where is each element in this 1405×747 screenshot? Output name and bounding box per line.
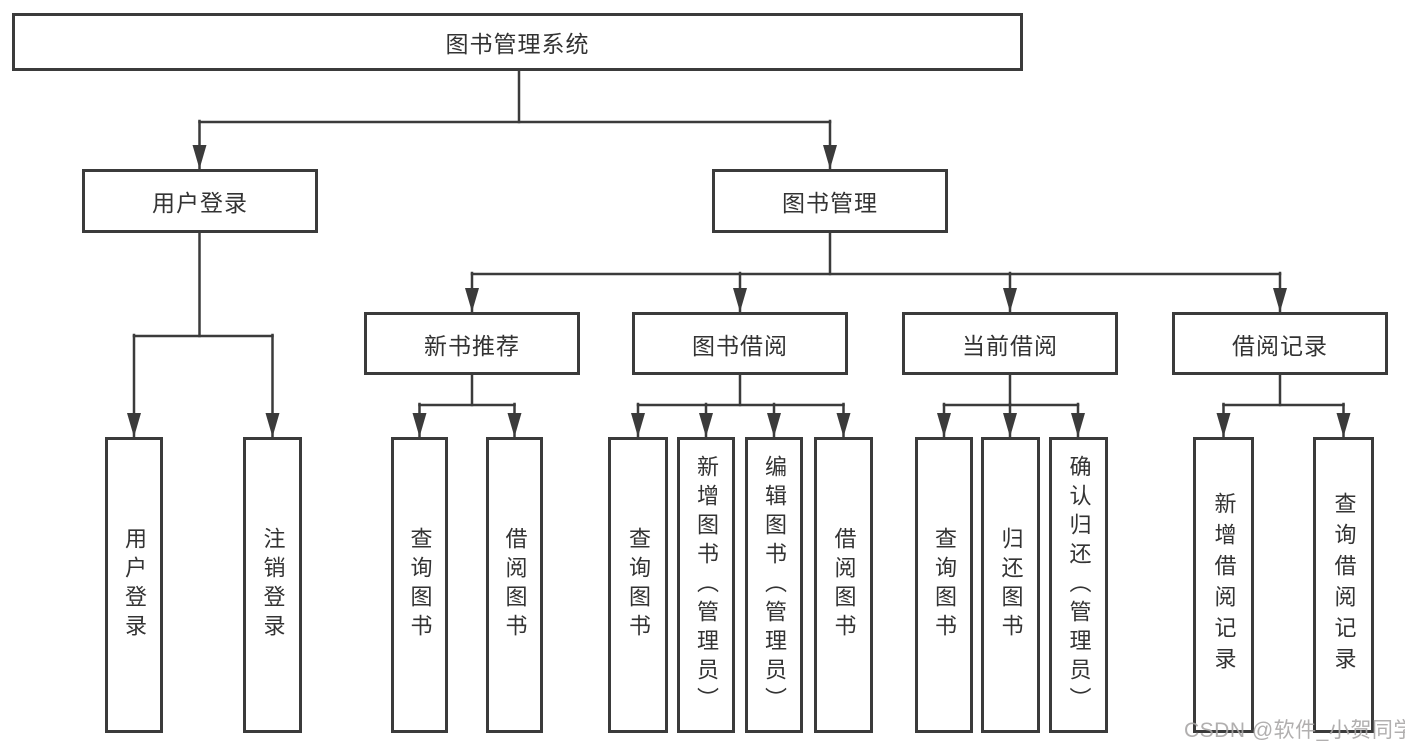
node-borrowing-records: 借阅记录 [1172,312,1388,375]
leaf-search-books-current: 查询图书 [915,437,973,733]
node-label: 查询借阅记录 [1331,492,1357,678]
node-label: 查询图书 [932,527,957,643]
connector-current-borrowing [937,373,1085,439]
node-label: 借阅图书 [502,527,528,643]
node-label: 查询图书 [626,527,651,643]
node-book-borrowing: 图书借阅 [632,312,848,375]
leaf-borrow-books: 借阅图书 [814,437,873,733]
node-label: 当前借阅 [962,332,1058,359]
leaf-add-borrow-record: 新增借阅记录 [1193,437,1254,733]
node-label: 用户登录 [122,527,147,643]
node-current-borrowing: 当前借阅 [902,312,1118,375]
node-label: 查询图书 [407,527,433,643]
node-label: 图书借阅 [692,332,788,359]
connector-new-book-recommendation [412,373,522,439]
node-label: 新书推荐 [424,332,520,359]
leaf-edit-book-admin: 编辑图书（管理员） [745,437,803,733]
leaf-borrow-books-recommend: 借阅图书 [486,437,543,733]
leaf-search-books-recommend: 查询图书 [391,437,448,733]
leaf-user-login: 用户登录 [105,437,163,733]
leaf-add-book-admin: 新增图书（管理员） [677,437,735,733]
watermark-text: CSDN @软件_小贺同学 [1184,719,1405,742]
node-label: 确认归还（管理员） [1066,454,1092,716]
node-label: 借阅记录 [1232,332,1328,359]
node-user-login: 用户登录 [82,169,318,233]
node-new-book-recommendation: 新书推荐 [364,312,580,375]
node-label: 图书管理 [782,190,878,216]
connector-user-login [127,231,280,439]
node-label: 用户登录 [152,190,248,216]
leaf-confirm-return-admin: 确认归还（管理员） [1049,437,1108,733]
connector-root [192,68,837,171]
node-label: 图书管理系统 [445,31,590,57]
node-label: 新增借阅记录 [1211,492,1237,678]
connector-book-borrowing [631,373,851,439]
leaf-logout: 注销登录 [243,437,302,733]
leaf-search-borrow-record: 查询借阅记录 [1313,437,1374,733]
leaf-return-books: 归还图书 [981,437,1040,733]
node-label: 编辑图书（管理员） [762,454,787,716]
node-label: 归还图书 [998,527,1024,643]
node-book-management: 图书管理 [712,169,948,233]
connector-borrowing-records [1216,373,1351,439]
connector-book-management [465,231,1287,314]
node-library-management-system: 图书管理系统 [12,13,1023,71]
node-label: 新增图书（管理员） [694,454,719,716]
node-label: 借阅图书 [831,527,857,643]
node-label: 注销登录 [260,527,286,643]
leaf-search-books-borrow: 查询图书 [608,437,668,733]
